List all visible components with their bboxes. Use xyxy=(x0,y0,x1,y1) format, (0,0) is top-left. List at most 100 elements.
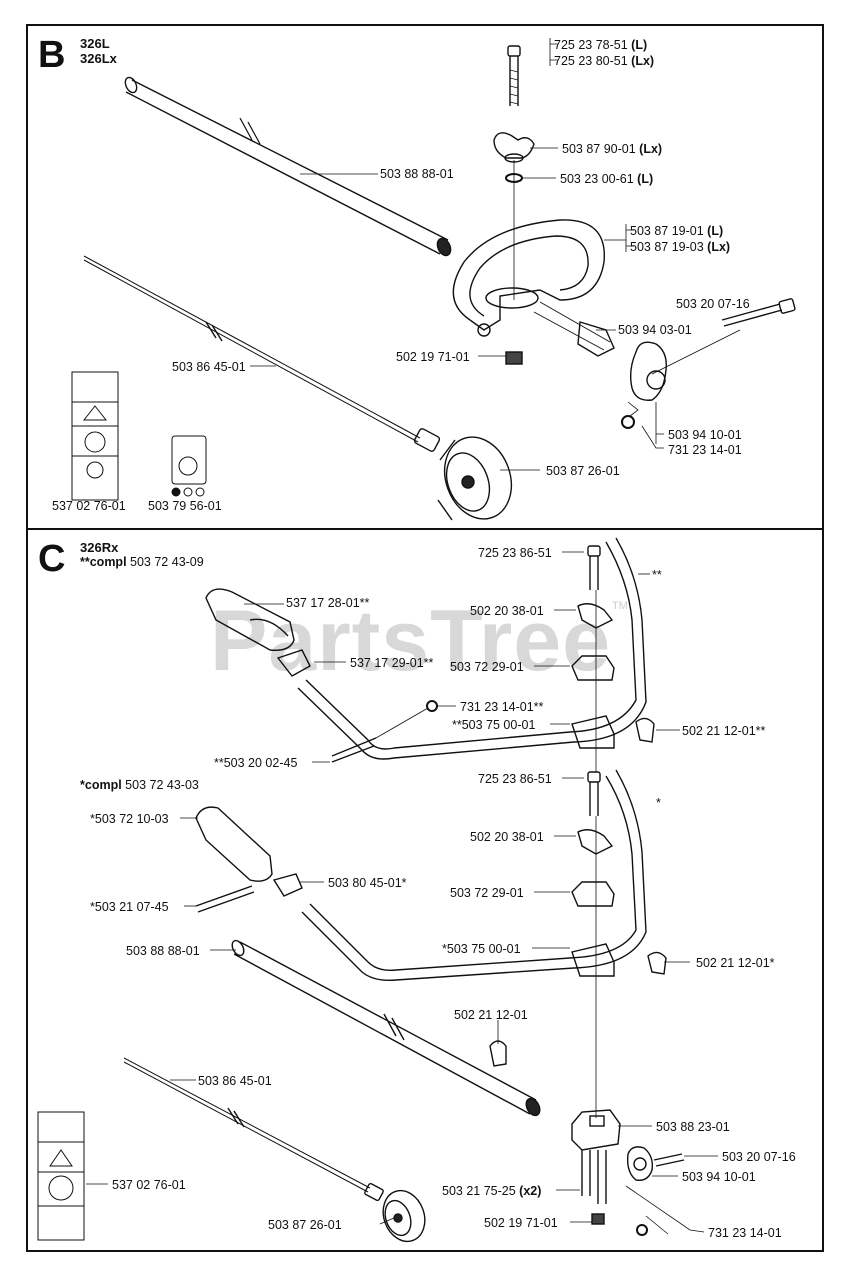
handlebar-mid xyxy=(301,769,647,982)
watermark: PartsTree xyxy=(210,593,612,689)
part-label-block-mid: 503 72 29-01 xyxy=(450,886,524,900)
knob-b xyxy=(493,132,535,163)
part-label-bolt-top: 725 23 86-51 xyxy=(478,546,552,560)
locknut-top xyxy=(426,700,438,712)
bolt-mid xyxy=(587,771,601,816)
wheel-c xyxy=(382,1189,426,1243)
screw-mid xyxy=(195,885,255,913)
section-letter-c: C xyxy=(38,538,66,580)
shaft-b xyxy=(83,255,441,452)
wheel-b xyxy=(437,436,513,521)
part-label-washer: 503 23 00-61 (L) xyxy=(560,172,654,186)
part-label-tube-b: 503 88 88-01 xyxy=(380,167,454,181)
model-label-326lx: 326Lx xyxy=(80,51,117,66)
part-label-locknut-b: 731 23 14-01 xyxy=(668,443,742,457)
section-letter-b: B xyxy=(38,34,66,76)
part-label-screw-c: 503 20 07-16 xyxy=(722,1150,796,1164)
part-label-hanger-top: 502 21 12-01** xyxy=(682,724,766,738)
part-label-shaft-b: 503 86 45-01 xyxy=(172,360,246,374)
handle-b xyxy=(452,219,605,337)
part-label-grip-mid: *503 72 10-03 xyxy=(90,812,169,826)
grip-top xyxy=(205,588,295,651)
part-label-handle-lx: 503 87 19-03 (Lx) xyxy=(630,240,731,254)
grip-mid xyxy=(195,806,273,882)
clamp-top xyxy=(571,715,615,749)
decal-card-b xyxy=(171,435,207,497)
hanger-top xyxy=(635,717,655,743)
locknut-c xyxy=(636,1224,648,1236)
decal-sheet-b xyxy=(71,371,119,501)
clamp-mid xyxy=(571,943,615,977)
part-label-block-top: 503 72 29-01 xyxy=(450,660,524,674)
block-mid xyxy=(571,881,615,907)
clip-mid xyxy=(272,873,303,897)
bolt-b xyxy=(507,45,521,106)
part-label-bracket-b: 503 94 03-01 xyxy=(618,323,692,337)
part-label-clip-mid: 503 80 45-01* xyxy=(328,876,407,890)
part-label-screw-mid: *503 21 07-45 xyxy=(90,900,169,914)
handlebar-top xyxy=(297,537,647,760)
screws-c xyxy=(581,1150,591,1196)
nut-plate-b xyxy=(505,351,523,365)
model-label-326l: 326L xyxy=(80,36,110,51)
part-label-clamp-c: 503 94 10-01 xyxy=(682,1170,756,1184)
part-label-hanger-mid: 502 21 12-01* xyxy=(696,956,775,970)
part-label-clamp-top: **503 75 00-01 xyxy=(452,718,536,732)
screw-b xyxy=(721,298,796,327)
block-top xyxy=(571,655,615,681)
part-label-bolt-lx: 725 23 80-51 (Lx) xyxy=(554,54,655,68)
diagram-frame xyxy=(26,24,824,1252)
part-label-locknut-top: 731 23 14-01** xyxy=(460,700,544,714)
part-label-bar-mark-mid: * xyxy=(656,796,661,810)
knob-top xyxy=(577,603,614,629)
compl-label-top: **compl 503 72 43-09 xyxy=(80,555,204,569)
part-label-decal-card-b: 503 79 56-01 xyxy=(148,499,222,513)
bolt-top xyxy=(587,545,601,590)
part-label-nut-plate-c: 502 19 71-01 xyxy=(484,1216,558,1230)
tube-c xyxy=(231,939,541,1117)
part-label-clamp-b: 503 94 10-01 xyxy=(668,428,742,442)
decal-sheet-c xyxy=(37,1111,85,1241)
bracket-c xyxy=(571,1109,621,1151)
part-label-decal-c: 537 02 76-01 xyxy=(112,1178,186,1192)
watermark-trademark: TM xyxy=(612,600,628,612)
part-label-locknut-c: 731 23 14-01 xyxy=(708,1226,782,1240)
locknut-b xyxy=(621,415,635,429)
screw-top xyxy=(331,737,377,763)
part-label-shaft-c: 503 86 45-01 xyxy=(198,1074,272,1088)
clamp-b xyxy=(629,329,741,401)
knob-mid xyxy=(577,829,614,855)
section-divider xyxy=(26,528,824,530)
hanger-c xyxy=(489,1040,507,1067)
part-label-screw-b: 503 20 07-16 xyxy=(676,297,750,311)
nut-plate-c xyxy=(591,1213,605,1225)
part-label-bolt-mid: 725 23 86-51 xyxy=(478,772,552,786)
part-label-bar-mark-top: ** xyxy=(652,568,662,582)
screw-c xyxy=(653,1153,685,1167)
part-label-clip-top: 537 17 29-01** xyxy=(350,656,434,670)
model-label-326rx: 326Rx xyxy=(80,540,119,555)
part-label-tube-c: 503 88 88-01 xyxy=(126,944,200,958)
part-label-bolt-l: 725 23 78-51 (L) xyxy=(554,38,648,52)
shaft-c xyxy=(123,1057,384,1202)
part-label-knob-top: 502 20 38-01 xyxy=(470,604,544,618)
tube-b xyxy=(124,76,452,257)
part-label-screws-x2: 503 21 75-25 (x2) xyxy=(442,1184,542,1198)
part-label-knob-mid: 502 20 38-01 xyxy=(470,830,544,844)
part-label-knob: 503 87 90-01 (Lx) xyxy=(562,142,663,156)
clamp-c xyxy=(626,1146,654,1181)
part-label-wheel-c: 503 87 26-01 xyxy=(268,1218,342,1232)
part-label-handle-l: 503 87 19-01 (L) xyxy=(630,224,724,238)
part-label-grip-top: 537 17 28-01** xyxy=(286,596,370,610)
hanger-mid xyxy=(647,951,667,975)
part-label-decal-b: 537 02 76-01 xyxy=(52,499,126,513)
part-label-clamp-mid: *503 75 00-01 xyxy=(442,942,521,956)
bracket-b xyxy=(533,301,615,357)
part-label-bracket-c: 503 88 23-01 xyxy=(656,1120,730,1134)
clip-top xyxy=(276,649,311,677)
part-label-nut-plate-b: 502 19 71-01 xyxy=(396,350,470,364)
part-label-wheel-b: 503 87 26-01 xyxy=(546,464,620,478)
part-label-screw-top: **503 20 02-45 xyxy=(214,756,298,770)
compl-label-mid: *compl 503 72 43-03 xyxy=(80,778,199,792)
